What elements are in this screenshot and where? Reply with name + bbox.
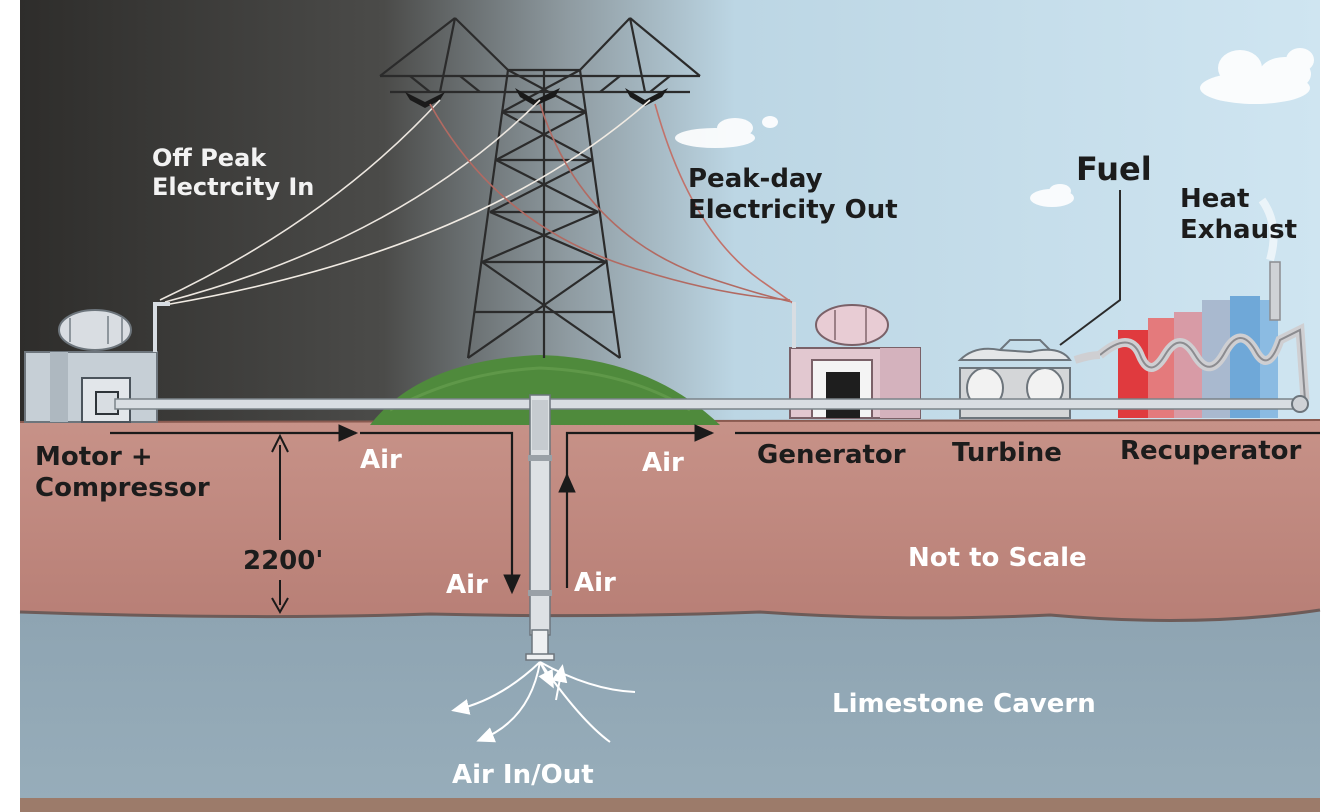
peak-day-label: Peak-day Electricity Out: [688, 164, 898, 226]
air-flow-arrows: [110, 424, 1320, 595]
motor-compressor-label: Motor + Compressor: [35, 442, 210, 504]
motor-compressor-icon: [24, 302, 170, 423]
cavern-boundary: [19, 608, 1321, 622]
air-label-left: Air: [360, 445, 402, 475]
exhaust-plume: [1258, 197, 1278, 262]
cavern-air-arrows: [451, 661, 636, 743]
off-peak-label: Off Peak Electrcity In: [152, 144, 314, 202]
air-label-right: Air: [642, 448, 684, 478]
off-peak-line2: Electrcity In: [152, 172, 315, 201]
fuel-label: Fuel: [1076, 150, 1152, 188]
turbine-label: Turbine: [952, 438, 1062, 468]
transmission-tower-icon: [379, 17, 701, 359]
generator-label: Generator: [757, 440, 906, 470]
power-lines: [159, 99, 795, 305]
heat-exhaust-line2: Exhaust: [1180, 215, 1297, 246]
recuperator-label: Recuperator: [1120, 436, 1302, 466]
depth-label: 2200': [243, 546, 324, 576]
off-peak-line1: Off Peak: [152, 144, 267, 172]
limestone-cavern-label: Limestone Cavern: [832, 689, 1096, 719]
air-label-up: Air: [574, 568, 616, 598]
air-label-down: Air: [446, 570, 488, 600]
surface-air-pipe: [114, 395, 1309, 413]
motor-compressor-line2: Compressor: [35, 473, 210, 504]
heat-exhaust-label: Heat Exhaust: [1180, 184, 1297, 246]
cavern-shaft: [525, 394, 555, 661]
air-in-out-label: Air In/Out: [452, 760, 594, 790]
depth-arrow: [271, 433, 289, 615]
limestone-cavern: [20, 610, 1320, 800]
earth-layer: [20, 420, 1320, 621]
peak-day-line1: Peak-day: [688, 164, 823, 194]
fuel-line: [1059, 190, 1121, 346]
heat-exhaust-line1: Heat: [1180, 184, 1250, 214]
not-to-scale-label: Not to Scale: [908, 543, 1087, 573]
peak-day-line2: Electricity Out: [688, 195, 898, 226]
cloud-icon: [675, 48, 1314, 207]
motor-compressor-line1: Motor +: [35, 442, 153, 472]
